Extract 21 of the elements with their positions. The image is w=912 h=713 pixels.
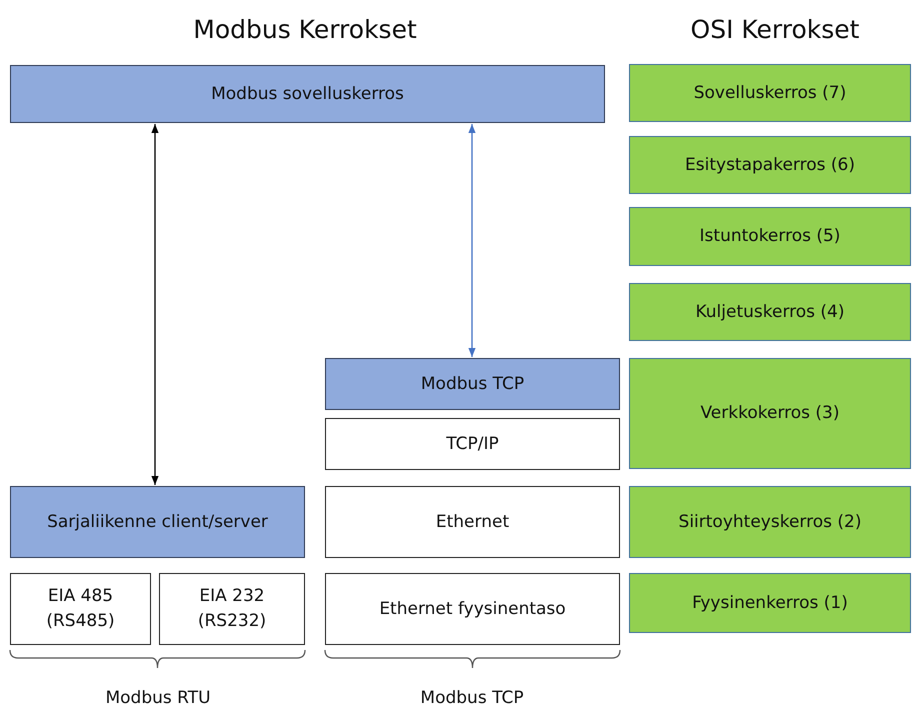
column-heading: OSI Kerrokset — [690, 15, 860, 44]
protocol-layer-box: EIA 485 (RS485) — [10, 573, 151, 645]
group-label: Modbus TCP — [420, 688, 524, 708]
protocol-layer-box: Modbus sovelluskerros — [10, 65, 605, 123]
osi-layer-box: Sovelluskerros (7) — [629, 64, 911, 122]
column-heading: Modbus Kerrokset — [193, 15, 417, 44]
protocol-layer-box: Ethernet fyysinentaso — [325, 573, 620, 645]
protocol-layer-box: Ethernet — [325, 486, 620, 558]
osi-layer-box: Verkkokerros (3) — [629, 358, 911, 469]
double-arrow — [468, 124, 476, 357]
osi-layer-box: Fyysinenkerros (1) — [629, 573, 911, 633]
osi-layer-box: Esitystapakerros (6) — [629, 136, 911, 194]
protocol-layer-box: Sarjaliikenne client/server — [10, 486, 305, 558]
protocol-layer-box: EIA 232 (RS232) — [159, 573, 305, 645]
osi-layer-box: Kuljetuskerros (4) — [629, 283, 911, 341]
group-label: Modbus RTU — [105, 688, 211, 708]
protocol-layer-box: Modbus TCP — [325, 358, 620, 410]
protocol-layer-box: TCP/IP — [325, 418, 620, 470]
double-arrow — [151, 124, 159, 485]
osi-layer-box: Siirtoyhteyskerros (2) — [629, 486, 911, 558]
osi-layer-box: Istuntokerros (5) — [629, 207, 911, 266]
